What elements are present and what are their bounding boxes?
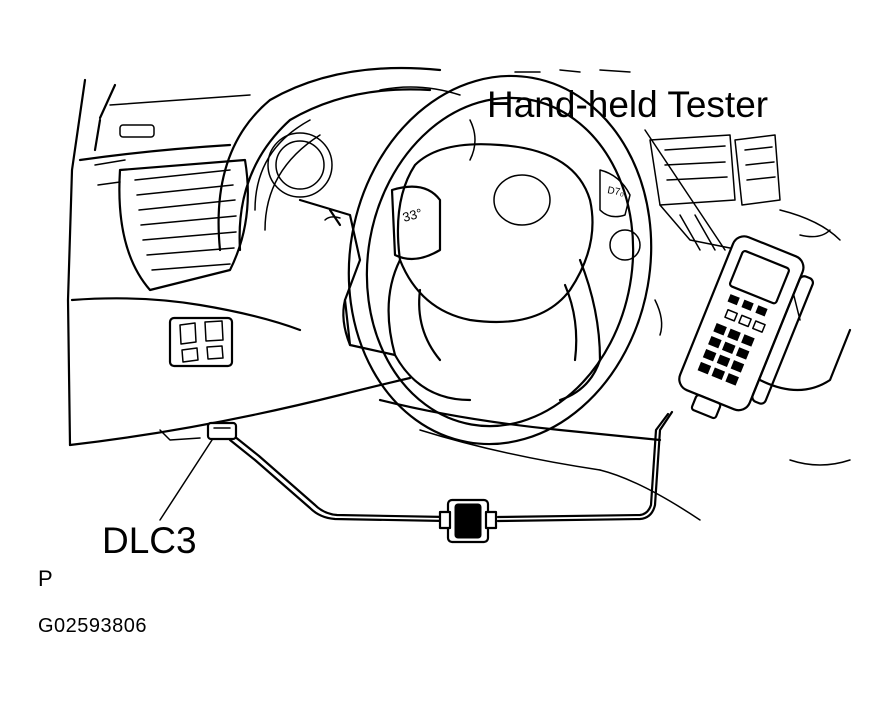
dlc3-leader-line: [159, 439, 213, 521]
page-marker: P: [38, 566, 53, 591]
center-console: [649, 134, 841, 336]
dashboard-panel: [66, 78, 852, 521]
cable-junction-connector: [438, 498, 498, 544]
left-air-vent: [94, 124, 249, 292]
diagnostic-cable: [228, 410, 674, 523]
instrument-cluster: [217, 66, 631, 252]
hand-held-tester: [678, 235, 815, 420]
svg-text:D7₀: D7₀: [606, 185, 625, 199]
dlc3-connector: [206, 421, 238, 441]
steering-column: [298, 198, 397, 357]
hand-held-tester-label: Hand-held Tester: [487, 84, 769, 125]
left-switch-panel: [168, 316, 234, 368]
svg-text:33°: 33°: [401, 205, 424, 225]
steering-wheel: 33° D7₀: [347, 74, 653, 446]
dlc3-label: DLC3: [102, 520, 197, 561]
figure-id: G02593806: [38, 615, 148, 637]
tester-leader-line: [644, 129, 726, 251]
